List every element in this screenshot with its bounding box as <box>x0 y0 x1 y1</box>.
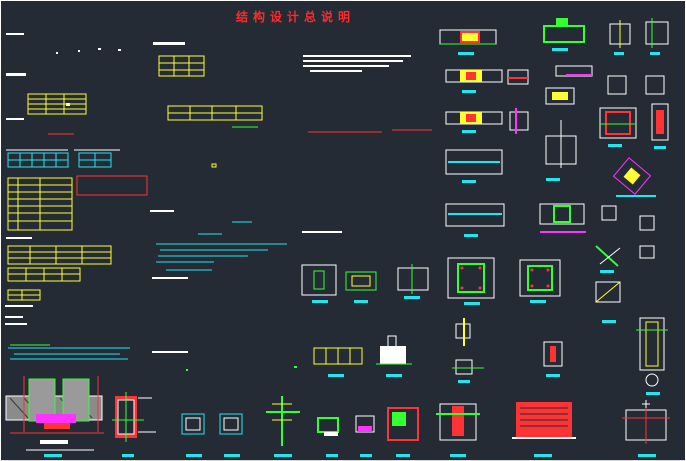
left-notes-column <box>5 33 148 360</box>
center-notes-column <box>150 42 432 371</box>
rebar-table <box>7 93 112 301</box>
detail-table <box>7 152 130 360</box>
rebar-table <box>158 55 263 168</box>
beam-column-joint <box>543 18 669 259</box>
section-detail <box>313 317 668 395</box>
section-detail <box>301 245 621 323</box>
beam-column-joint <box>181 396 670 457</box>
cross-marker <box>642 400 650 408</box>
section-detail <box>5 376 156 457</box>
slab-hole <box>439 29 586 237</box>
red-note-box <box>76 175 148 196</box>
sheet-title: 结构设计总说明 <box>236 10 356 24</box>
